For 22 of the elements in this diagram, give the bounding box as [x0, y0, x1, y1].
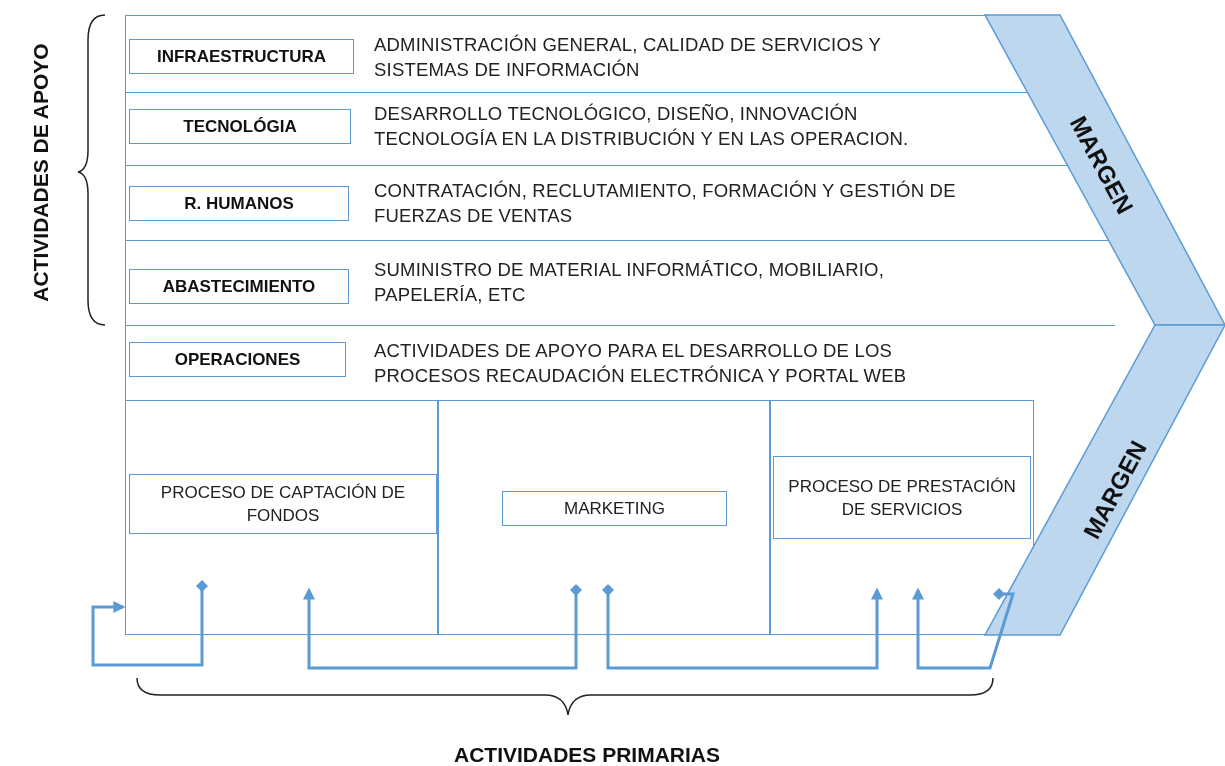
process-box: MARKETING: [502, 491, 727, 526]
category-box: TECNOLÓGIA: [129, 109, 351, 144]
category-box: OPERACIONES: [129, 342, 346, 377]
description-text: CONTRATACIÓN, RECLUTAMIENTO, FORMACIÓN Y GESTIÓN DE FUERZAS DE VENTAS: [374, 179, 957, 228]
category-box: ABASTECIMIENTO: [129, 269, 349, 304]
description-text: ACTIVIDADES DE APOYO PARA EL DESARROLLO DE LOS PROCESOS RECAUDACIÓN ELECTRÓNICA Y PORTAL WEB: [374, 339, 908, 388]
description-text: ADMINISTRACIÓN GENERAL, CALIDAD DE SERVICIOS Y SISTEMAS DE INFORMACIÓN: [374, 33, 882, 82]
arrow: [91, 580, 208, 667]
arrow: [303, 584, 582, 670]
process-box: PROCESO DE CAPTACIÓN DE FONDOS: [129, 474, 437, 534]
column-panel: [770, 400, 1034, 635]
section-label: ACTIVIDADES DE APOYO: [27, 42, 53, 303]
arrow: [912, 587, 1016, 670]
category-box: R. HUMANOS: [129, 186, 349, 221]
section-label: ACTIVIDADES PRIMARIAS: [453, 742, 721, 766]
arrow: [602, 584, 883, 670]
description-text: DESARROLLO TECNOLÓGICO, DISEÑO, INNOVACIÓN TECNOLOGÍA EN LA DISTRIBUCIÓN Y EN LAS OPERACION.: [374, 102, 910, 151]
category-box: INFRAESTRUCTURA: [129, 39, 354, 74]
column-panel: [438, 400, 770, 635]
column-panel: [125, 400, 438, 635]
process-box: PROCESO DE PRESTACIÓN DE SERVICIOS: [773, 456, 1031, 539]
description-text: SUMINISTRO DE MATERIAL INFORMÁTICO, MOBILIARIO, PAPELERÍA, ETC: [374, 258, 885, 307]
